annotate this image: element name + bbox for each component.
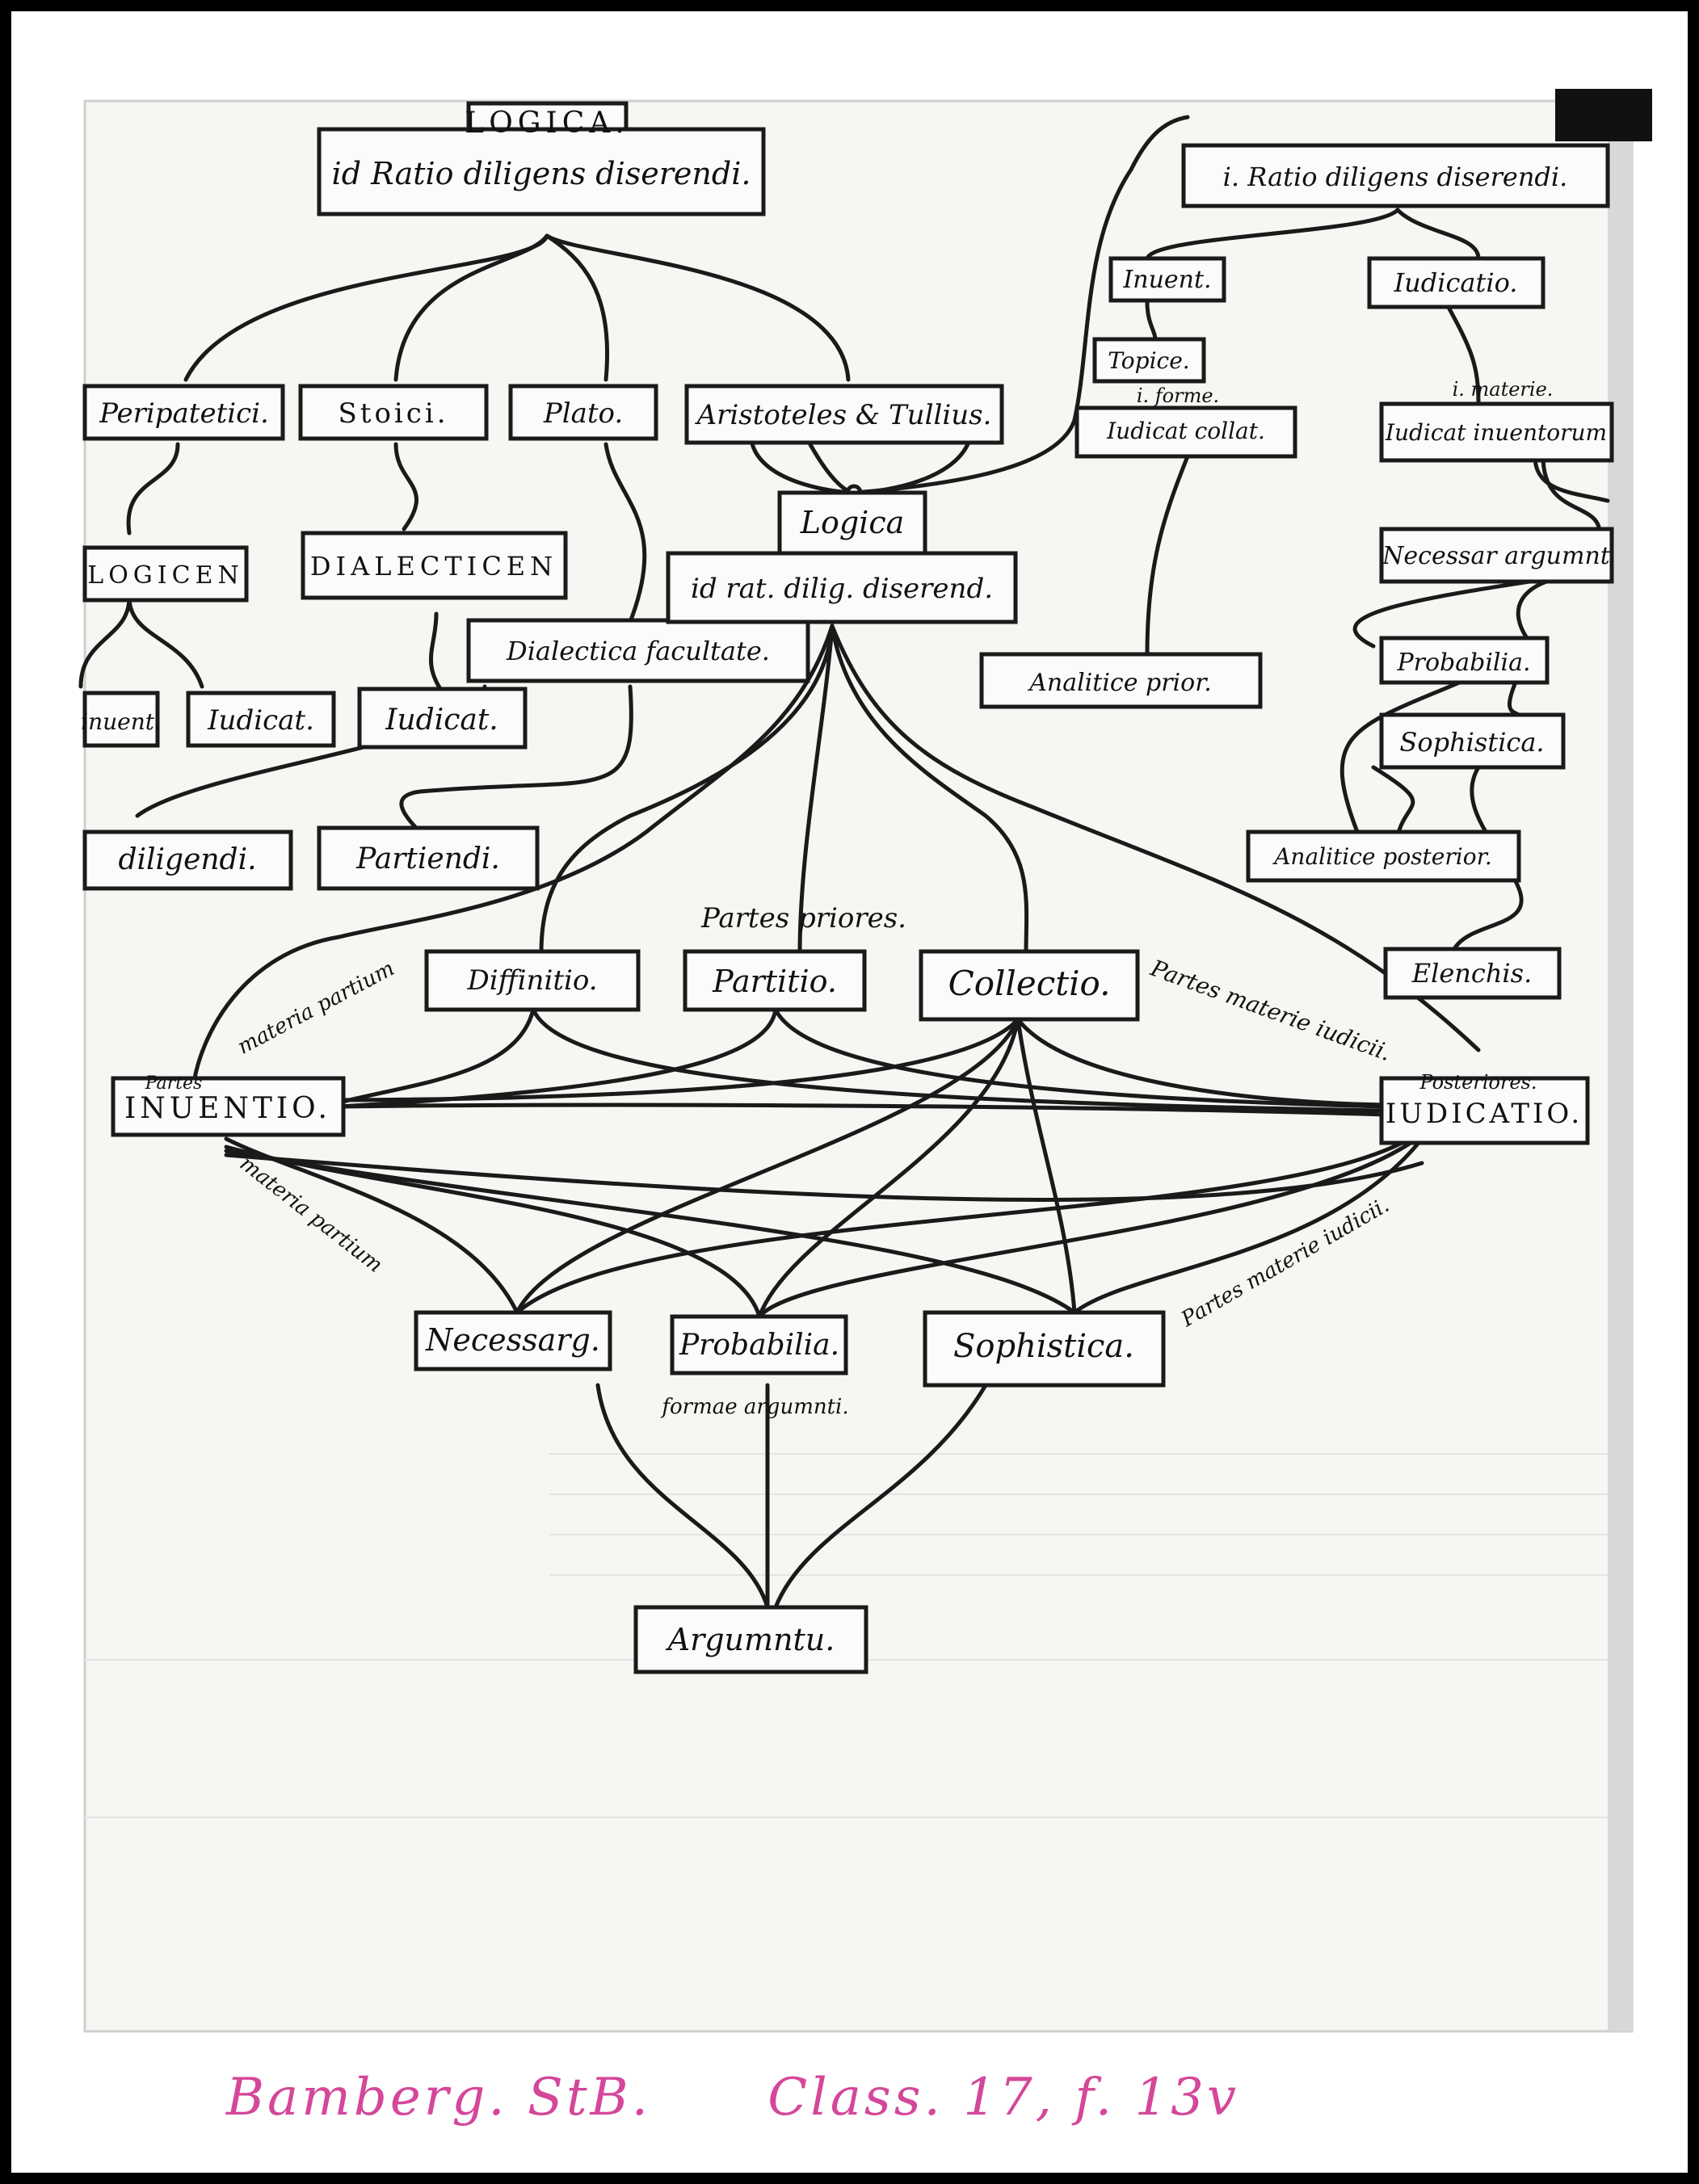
box-iudicat-inuentorum (1379, 401, 1614, 463)
box-dialectica-fac (466, 618, 810, 683)
library-caption: Bamberg. StB. Class. 17, f. 13v (226, 2068, 1336, 2127)
dark-corner (1555, 89, 1652, 141)
box-aristoteles (684, 384, 1004, 445)
box-diligendi (82, 830, 293, 891)
box-partitio (683, 949, 867, 1012)
label-i-materie: i. materie. (1453, 378, 1554, 401)
node-probabilia: Probabilia. (679, 1329, 839, 1362)
caption-library: Bamberg. StB. (226, 2068, 651, 2127)
node-argumentum: Argumntu. (666, 1622, 835, 1657)
label-formae-argumenti: formae argumnti. (660, 1395, 848, 1419)
node-inuent-right: Inuent. (1122, 266, 1211, 294)
node-ratio-left: id Ratio diligens diserendi. (332, 156, 751, 191)
box-probabilia (670, 1314, 848, 1376)
node-sophistica-r: Sophistica. (1399, 727, 1544, 758)
node-analitice-posterior: Analitice posterior. (1272, 843, 1492, 870)
node-iudicatio-top: Iudicatio. (1394, 267, 1518, 298)
box-argumentum (633, 1605, 868, 1674)
box-inuentio (111, 1076, 346, 1137)
node-collectio: Collectio. (948, 964, 1111, 1003)
box-analitice-prior (979, 652, 1263, 709)
node-sophistica: Sophistica. (953, 1328, 1134, 1365)
node-iudicat-b: Iudicat. (385, 704, 498, 737)
connectors (78, 115, 1610, 1610)
box-iudicatio (1379, 1076, 1590, 1145)
node-ratio-right: i. Ratio diligens diserendi. (1223, 162, 1568, 192)
node-aristoteles: Aristoteles & Tullius. (695, 399, 992, 431)
node-iudicatio: IUDICATIO. (1386, 1098, 1583, 1130)
label-partes-priores: Partes priores. (700, 902, 906, 934)
box-diffinitio (424, 949, 641, 1012)
node-necessarg: Necessarg. (425, 1322, 600, 1358)
box-iudicat-b (357, 687, 528, 750)
node-iudicat-a: Iudicat. (207, 704, 314, 737)
node-dialectica-fac: Dialectica facultate. (506, 636, 770, 666)
node-logica-top: LOGICA. (465, 107, 629, 140)
node-diligendi: diligendi. (118, 843, 256, 876)
box-inuent-right (1108, 256, 1226, 303)
node-partitio: Partitio. (712, 964, 837, 999)
box-elenchis (1383, 947, 1562, 1000)
node-analitice-prior: Analitice prior. (1027, 669, 1212, 697)
box-inuent-left (82, 691, 160, 748)
node-probabilia-r: Probabilia. (1396, 649, 1530, 677)
node-partiendi: Partiendi. (355, 842, 500, 876)
box-logicen (82, 545, 249, 603)
box-iudicat-collat (1074, 405, 1297, 459)
label-posteriores: Posteriores. (1419, 1071, 1537, 1094)
node-elenchis: Elenchis. (1411, 958, 1533, 989)
caption-shelfmark: Class. 17, f. 13v (767, 2068, 1240, 2127)
node-iudicat-collat: Iudicat collat. (1106, 418, 1265, 444)
box-iudicat-a (186, 691, 336, 748)
box-logica-mid (777, 490, 927, 560)
box-necessarg (414, 1310, 612, 1371)
box-ratio-mid (666, 551, 1018, 624)
node-logica-mid: Logica (800, 505, 905, 540)
node-stoici: Stoici. (338, 397, 448, 430)
box-plato (508, 384, 658, 441)
box-ratio-right (1181, 143, 1610, 208)
box-necessar-argum (1379, 527, 1614, 584)
node-diffinitio: Diffinitio. (466, 964, 597, 997)
node-topice: Topice. (1108, 347, 1189, 374)
node-iudicat-inuentorum: Iudicat inuentorum (1385, 419, 1607, 446)
label-i-forme: i. forme. (1137, 384, 1219, 407)
label-partes: Partes (145, 1073, 203, 1094)
box-dialecticen (301, 531, 568, 600)
node-inuent-left: inuent. (81, 708, 162, 735)
box-sophistica (923, 1310, 1166, 1388)
box-probabilia-r (1379, 636, 1550, 685)
node-boxes (82, 101, 1614, 1674)
box-ratio-left (317, 127, 766, 216)
node-necessar-argum: Necessar argumnt (1381, 542, 1611, 570)
node-peripatetici: Peripatetici. (99, 397, 269, 430)
node-logicen: LOGICEN (87, 561, 243, 590)
box-stoici (298, 384, 489, 441)
node-ratio-mid: id rat. dilig. diserend. (691, 573, 993, 605)
box-collectio (919, 949, 1140, 1022)
node-dialecticen: DIALECTICEN (310, 551, 557, 582)
box-peripatetici (82, 384, 285, 441)
box-sophistica-r (1379, 712, 1566, 770)
box-analitice-posterior (1246, 830, 1521, 883)
node-plato: Plato. (543, 397, 623, 430)
box-topice (1092, 337, 1206, 384)
node-inuentio: INUENTIO. (124, 1092, 331, 1125)
box-iudicatio-top (1367, 256, 1546, 309)
box-partiendi (317, 825, 540, 891)
